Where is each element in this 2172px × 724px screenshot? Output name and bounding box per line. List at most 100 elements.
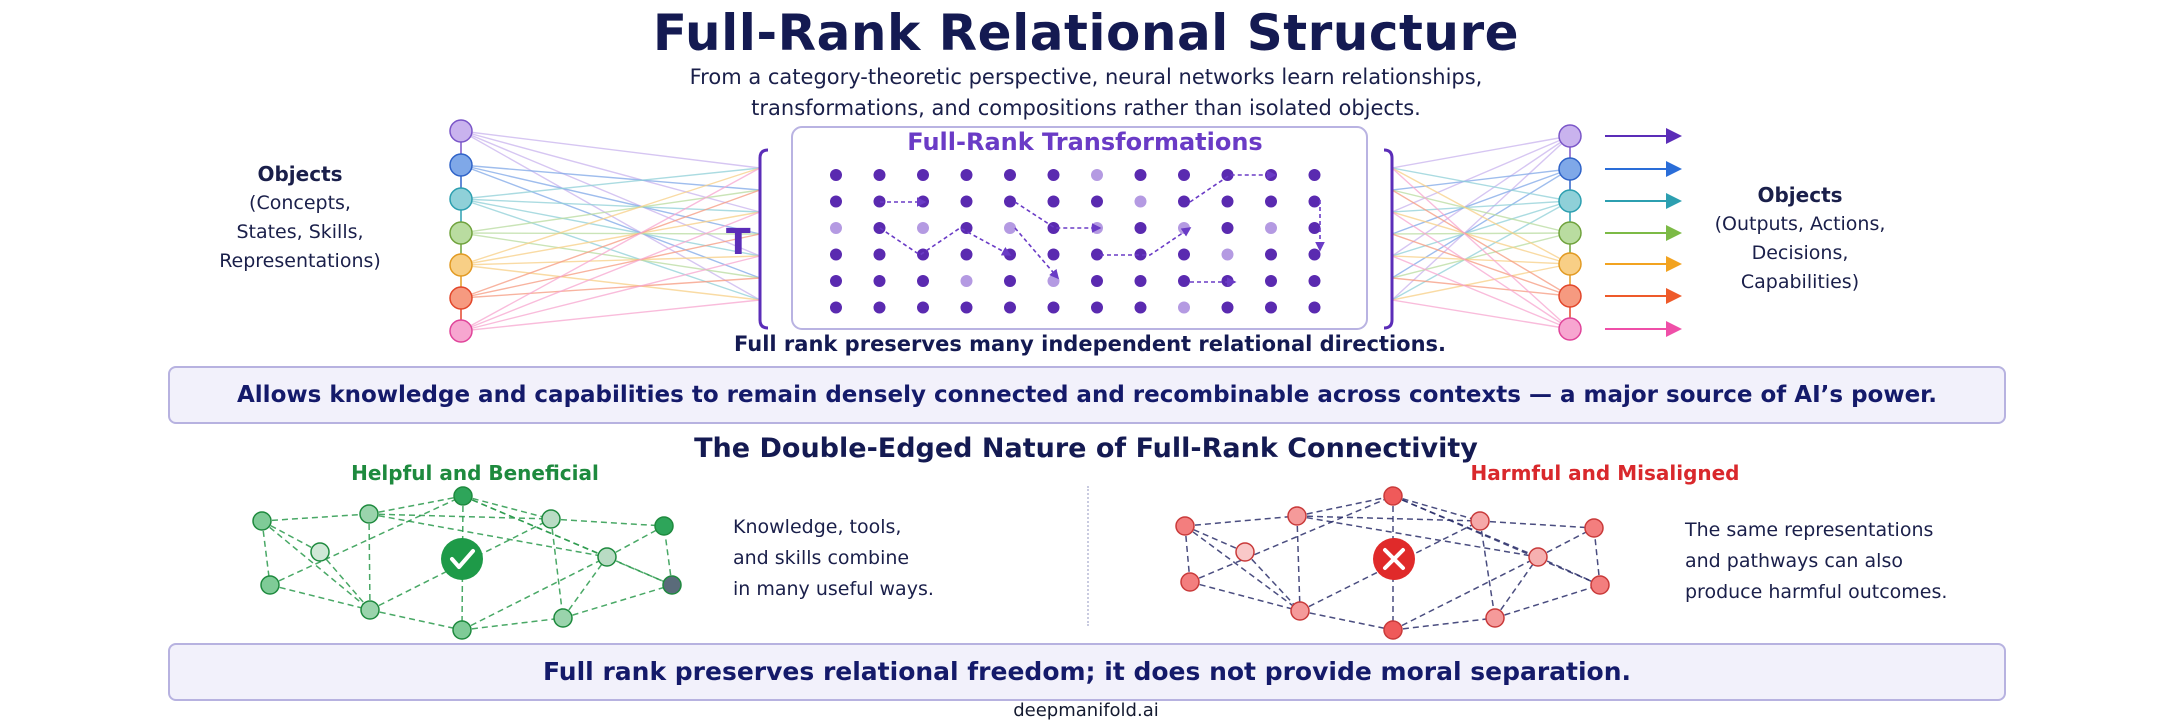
network-edge	[261, 520, 321, 553]
transform-dot	[1308, 222, 1321, 234]
connection-line	[460, 255, 761, 332]
network-edge	[368, 513, 608, 558]
network-node	[1180, 572, 1200, 592]
network-edge	[1392, 495, 1539, 558]
connection-line	[1391, 200, 1571, 257]
transform-dot	[1134, 301, 1147, 314]
network-node	[360, 600, 380, 620]
transform-dot	[873, 301, 886, 314]
connection-line	[1391, 168, 1571, 191]
connection-line	[1391, 168, 1571, 279]
network-edge	[261, 513, 370, 522]
transform-dot	[1178, 301, 1190, 314]
transform-path	[1014, 201, 1102, 233]
transform-grid	[830, 169, 1325, 314]
harmful-line: produce harmful outcomes.	[1685, 581, 1948, 603]
network-edge	[1189, 581, 1301, 612]
network-edge	[562, 584, 673, 619]
network-node	[452, 620, 472, 640]
section-divider	[1087, 486, 1089, 626]
network-edge	[1184, 525, 1246, 553]
transform-dot	[1047, 248, 1060, 261]
transform-dot	[917, 275, 929, 287]
transform-dot	[830, 169, 842, 181]
network-node	[1287, 506, 1307, 526]
connection-line	[1391, 167, 1571, 330]
transform-path	[1014, 227, 1060, 280]
helpful-network	[252, 486, 682, 640]
connection-line	[1391, 211, 1571, 330]
transform-dot	[1308, 275, 1321, 287]
connection-line	[460, 130, 761, 301]
network-edge	[1184, 525, 1301, 612]
network-edge	[1479, 520, 1595, 529]
object-node	[1558, 189, 1582, 213]
transform-dot	[1308, 248, 1321, 261]
transform-dot	[1178, 222, 1190, 234]
transform-dot	[1178, 248, 1190, 261]
transform-dot	[1178, 275, 1190, 287]
network-node	[654, 516, 674, 536]
transform-dot	[1265, 222, 1277, 234]
transform-dot	[1221, 195, 1234, 208]
right-objects-label: Objects (Outputs, Actions, Decisions, Ca…	[1690, 181, 1910, 297]
connection-line	[460, 164, 761, 235]
transform-dot	[1047, 195, 1060, 208]
transform-dot	[1091, 301, 1103, 314]
transform-path	[879, 227, 1012, 256]
transform-dot	[1265, 275, 1277, 287]
transform-dot	[1308, 195, 1321, 208]
network-edge	[261, 520, 271, 586]
object-node	[1558, 317, 1582, 341]
object-node	[449, 187, 473, 211]
network-node	[1590, 575, 1610, 595]
transform-dot	[873, 195, 886, 208]
transform-dot	[1134, 222, 1147, 234]
network-edge	[1299, 610, 1394, 631]
connection-line	[1391, 211, 1571, 265]
transform-dot	[917, 301, 929, 314]
transform-symbol: T	[726, 222, 751, 263]
connection-line	[460, 255, 761, 266]
connection-line	[460, 232, 761, 279]
right-connection-lines	[1391, 135, 1571, 330]
double-edged-title: The Double-Edged Nature of Full-Rank Con…	[694, 433, 1478, 464]
object-node	[449, 286, 473, 310]
transform-dot	[1091, 169, 1103, 181]
object-node	[1558, 221, 1582, 245]
transform-dot	[830, 248, 842, 261]
connection-line	[460, 233, 761, 299]
network-node	[662, 575, 682, 595]
network-edge	[1479, 520, 1496, 619]
transform-dot	[1004, 195, 1016, 208]
network-node	[553, 608, 573, 628]
left-object-nodes	[449, 119, 473, 343]
network-edge	[462, 495, 673, 586]
transform-dot	[1134, 248, 1147, 261]
harmful-network	[1175, 486, 1610, 640]
network-edge	[368, 513, 552, 520]
transform-dot	[830, 301, 842, 314]
connection-line	[1391, 168, 1571, 235]
network-node	[1528, 547, 1548, 567]
connection-line	[460, 189, 761, 299]
connection-line	[460, 130, 761, 257]
network-node	[260, 575, 280, 595]
transform-dot	[917, 222, 929, 234]
network-node	[1235, 542, 1255, 562]
harmful-description: The same representations and pathways ca…	[1685, 515, 1947, 608]
helpful-line: in many useful ways.	[733, 578, 934, 600]
transform-dot	[960, 169, 973, 181]
connection-line	[1391, 263, 1571, 301]
network-edge	[1296, 515, 1301, 612]
transform-dot	[1221, 275, 1234, 287]
center-badge	[441, 538, 483, 580]
transform-dot	[1091, 275, 1103, 287]
network-edge	[606, 525, 665, 558]
transform-dot	[873, 248, 886, 261]
connection-line	[460, 211, 761, 332]
transform-path	[1100, 227, 1192, 256]
network-node	[597, 547, 617, 567]
subtitle-line-2: transformations, and compositions rather…	[751, 96, 1421, 120]
subtitle-line-1: From a category-theoretic perspective, n…	[689, 65, 1483, 89]
